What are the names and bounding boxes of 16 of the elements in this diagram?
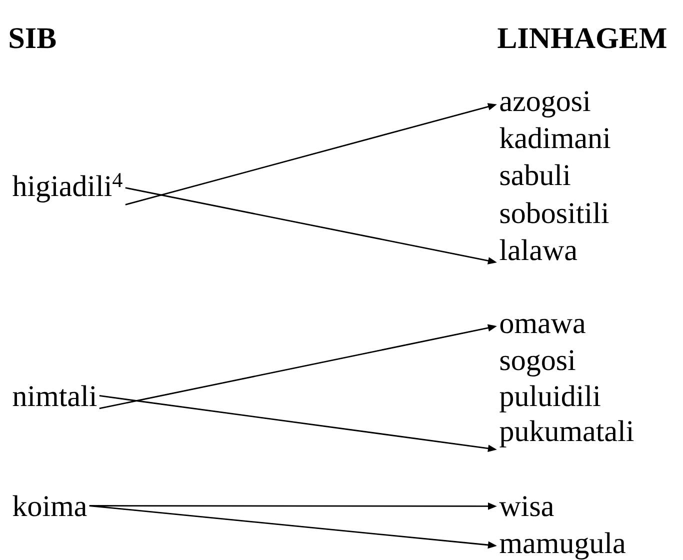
term-text: mamugula	[500, 532, 626, 560]
term-text: sabuli	[500, 164, 570, 186]
column-heading: LINHAGEM	[498, 28, 666, 48]
term-text: nimtali	[12, 385, 97, 406]
term-text: wisa	[499, 496, 554, 516]
column-heading: SIB	[10, 28, 56, 48]
term-text: lalawa	[500, 239, 578, 260]
term-text: azogosi	[500, 91, 590, 118]
term-text: sobositili	[500, 202, 609, 224]
term-text: omawa	[500, 318, 586, 334]
term-text: koima	[12, 495, 87, 516]
term-text: puluidili	[500, 385, 600, 412]
term-text: pukumatali	[500, 420, 634, 448]
term-text: sogosi	[500, 350, 576, 376]
term-text: higiadili$^{4}$	[12, 173, 122, 202]
term-text: kadimani	[500, 127, 610, 148]
